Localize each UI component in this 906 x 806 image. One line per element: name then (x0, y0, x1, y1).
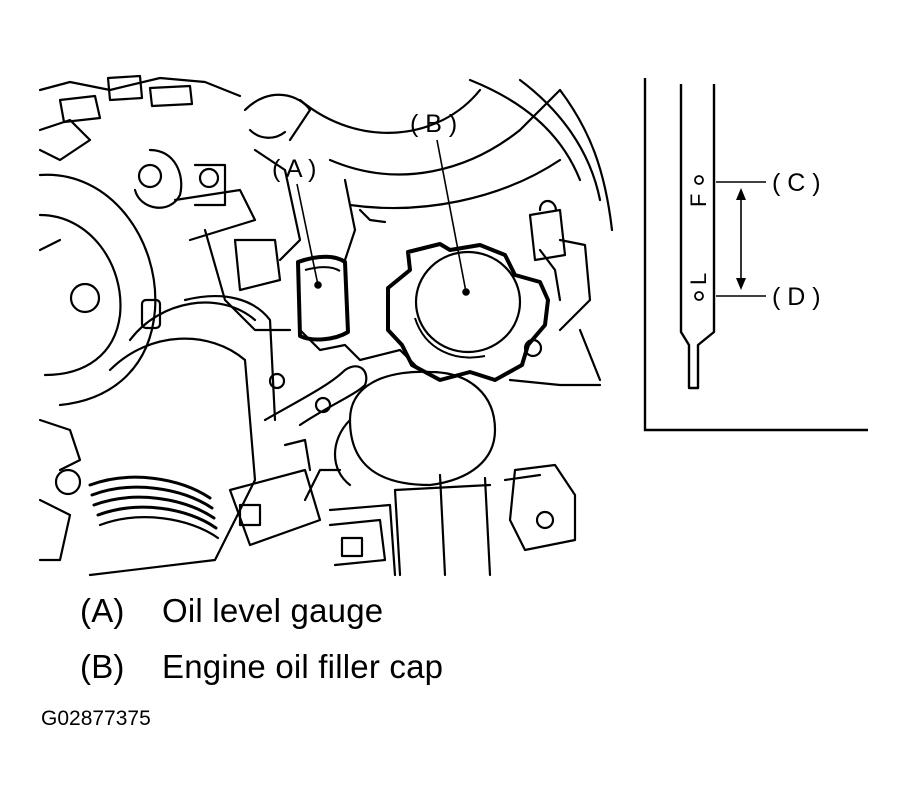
low-mark-dot (694, 291, 704, 301)
callout-leaders (296, 139, 470, 296)
callout-d: ( D ) (772, 283, 821, 311)
legend-key-b: (B) (80, 648, 125, 685)
oil-level-gauge-handle (296, 254, 350, 342)
dipstick-detail-inset: F L ( C ) ( D ) (643, 78, 868, 432)
range-arrow (736, 188, 746, 290)
legend-text-a: Oil level gauge (162, 592, 384, 629)
full-mark-letter: F (686, 194, 711, 207)
legend-text-b: Engine oil filler cap (162, 648, 444, 685)
callout-c: ( C ) (772, 169, 821, 197)
legend-key-a: (A) (80, 592, 125, 629)
callout-b: ( B ) (410, 110, 457, 138)
oil-filler-cap (386, 242, 550, 382)
engine-bay-illustration (38, 74, 614, 577)
callout-a: ( A ) (272, 155, 316, 183)
legend-item-b: (B) Engine oil filler cap (80, 648, 443, 686)
figure-code: G02877375 (41, 707, 151, 730)
full-mark-dot (694, 175, 704, 185)
low-mark-letter: L (686, 273, 711, 285)
inset-frame (643, 78, 868, 432)
dipstick-blade (679, 84, 716, 390)
legend-item-a: (A) Oil level gauge (80, 592, 383, 630)
